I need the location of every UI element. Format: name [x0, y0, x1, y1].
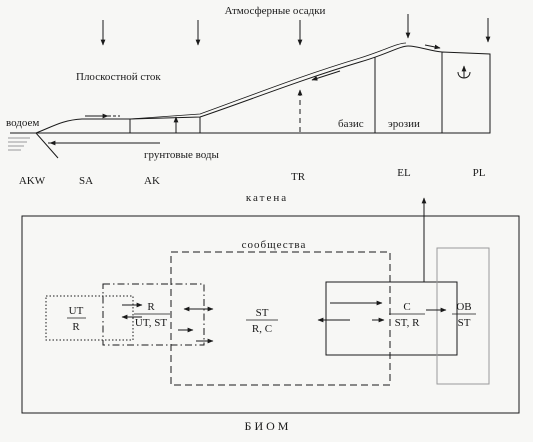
plateau-box: [441, 51, 491, 134]
catena-label: катена: [246, 192, 288, 204]
position-label: AKW: [19, 175, 46, 187]
group-c-st-r-bottom: ST, R: [395, 317, 421, 329]
group-ob-st-bottom: ST: [458, 317, 471, 329]
communities-label: сообщества: [242, 239, 307, 251]
group-c-st-r-top: C: [403, 301, 410, 313]
terrain-surface-line: [10, 45, 443, 134]
precipitation-arrows: [100, 14, 491, 46]
position-label: SA: [79, 175, 93, 187]
group-st-r-c-bottom: R, C: [252, 323, 272, 335]
groundwater-label: грунтовые воды: [144, 149, 220, 161]
terrain-soil-line: [129, 42, 407, 120]
water-body-label: водоем: [6, 117, 39, 129]
group-ob-st-top: OB: [456, 301, 471, 313]
erosion-base-label-1: базис: [338, 118, 364, 130]
runoff-arrow-mid: [311, 70, 341, 81]
biome-title: БИОМ: [245, 419, 292, 433]
position-label: EL: [397, 167, 411, 179]
erosion-base-label-2: эрозии: [388, 118, 420, 130]
group-r-ut-st-top: R: [147, 301, 155, 313]
position-label: AK: [144, 175, 160, 187]
precipitation-label: Атмосферные осадки: [225, 5, 326, 17]
group-c-st-r-box: [325, 281, 458, 356]
biome-outer-frame: [21, 215, 520, 414]
group-st-r-c-top: ST: [256, 307, 269, 319]
water-body-hatching: [8, 137, 30, 151]
position-label: PL: [473, 167, 486, 179]
group-ut-r-box: [45, 295, 134, 341]
surface-runoff-label: Плоскостной сток: [76, 71, 161, 83]
runoff-arrow-top: [424, 44, 441, 50]
group-ut-r-top: UT: [69, 305, 84, 317]
group-ob-st-box: [436, 247, 490, 385]
catena-position-labels: AKW SA AK TR EL PL: [19, 167, 486, 187]
position-label: TR: [291, 171, 306, 183]
group-r-ut-st-bottom: UT, ST: [135, 317, 167, 329]
interaction-arrows: [121, 300, 447, 344]
group-ut-r-bottom: R: [72, 321, 80, 333]
group-r-ut-st-box: [102, 283, 205, 346]
